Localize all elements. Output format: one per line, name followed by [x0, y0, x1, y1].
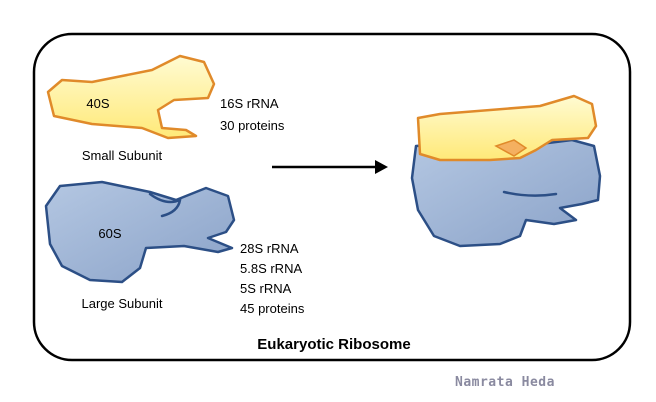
assembled-overlap-patch: [494, 139, 528, 157]
large-subunit-label: 60S: [98, 226, 121, 241]
assembly-arrow: [272, 160, 388, 174]
small-subunit-name: Small Subunit: [82, 148, 163, 163]
large-subunit-component: 5S rRNA: [240, 281, 292, 296]
large-subunit-component: 45 proteins: [240, 301, 305, 316]
small-subunit-label: 40S: [86, 96, 109, 111]
small-subunit-shape: [46, 54, 216, 140]
small-subunit-component: 30 proteins: [220, 118, 285, 133]
diagram-title: Eukaryotic Ribosome: [257, 336, 410, 353]
small-subunit-component: 16S rRNA: [220, 96, 279, 111]
large-subunit-name: Large Subunit: [82, 296, 163, 311]
assembled-small-subunit-shape: [416, 94, 598, 162]
assembled-groove: [502, 190, 558, 197]
author-credit: Namrata Heda: [455, 375, 555, 390]
large-subunit-shape: [44, 180, 236, 284]
large-subunit-groove: [148, 192, 182, 218]
large-subunit-component: 5.8S rRNA: [240, 261, 302, 276]
large-subunit-component: 28S rRNA: [240, 241, 299, 256]
